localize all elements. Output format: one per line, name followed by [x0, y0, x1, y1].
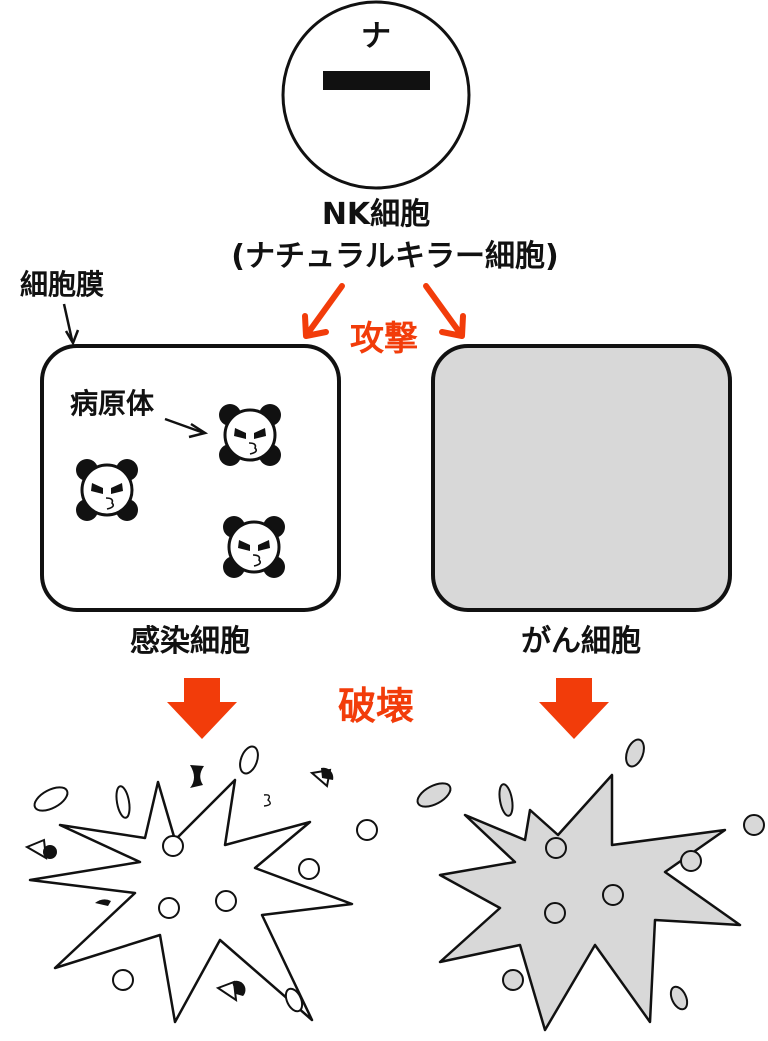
membrane-pointer-arrow	[62, 303, 80, 346]
attack-arrow-left	[302, 283, 345, 339]
nk-cell-name: NK細胞	[322, 197, 430, 232]
attack-arrow-right	[423, 283, 466, 339]
cancer-cell	[431, 344, 732, 612]
attack-label: 攻撃	[350, 319, 418, 359]
destroyed-cancer-cell	[416, 738, 765, 1032]
membrane-label: 細胞膜	[20, 268, 104, 301]
destroyed-infected-cell	[24, 745, 378, 1024]
nk-cell: ナ	[281, 0, 471, 190]
pathogen	[221, 514, 287, 580]
destruction-arrow-right	[539, 678, 609, 739]
infected-cell-label: 感染細胞	[130, 624, 250, 659]
pathogen-pointer-arrow	[164, 417, 209, 439]
cancer-cell-label: がん細胞	[521, 624, 641, 659]
nk-cell-glyph: ナ	[361, 19, 391, 54]
pathogen-label: 病原体	[70, 387, 155, 420]
pathogen	[217, 402, 283, 468]
destruction-label: 破壊	[338, 684, 414, 728]
nk-cell-full-name: (ナチュラルキラー細胞)	[231, 239, 558, 274]
pathogen	[74, 457, 140, 523]
destruction-arrow-left	[167, 678, 237, 739]
